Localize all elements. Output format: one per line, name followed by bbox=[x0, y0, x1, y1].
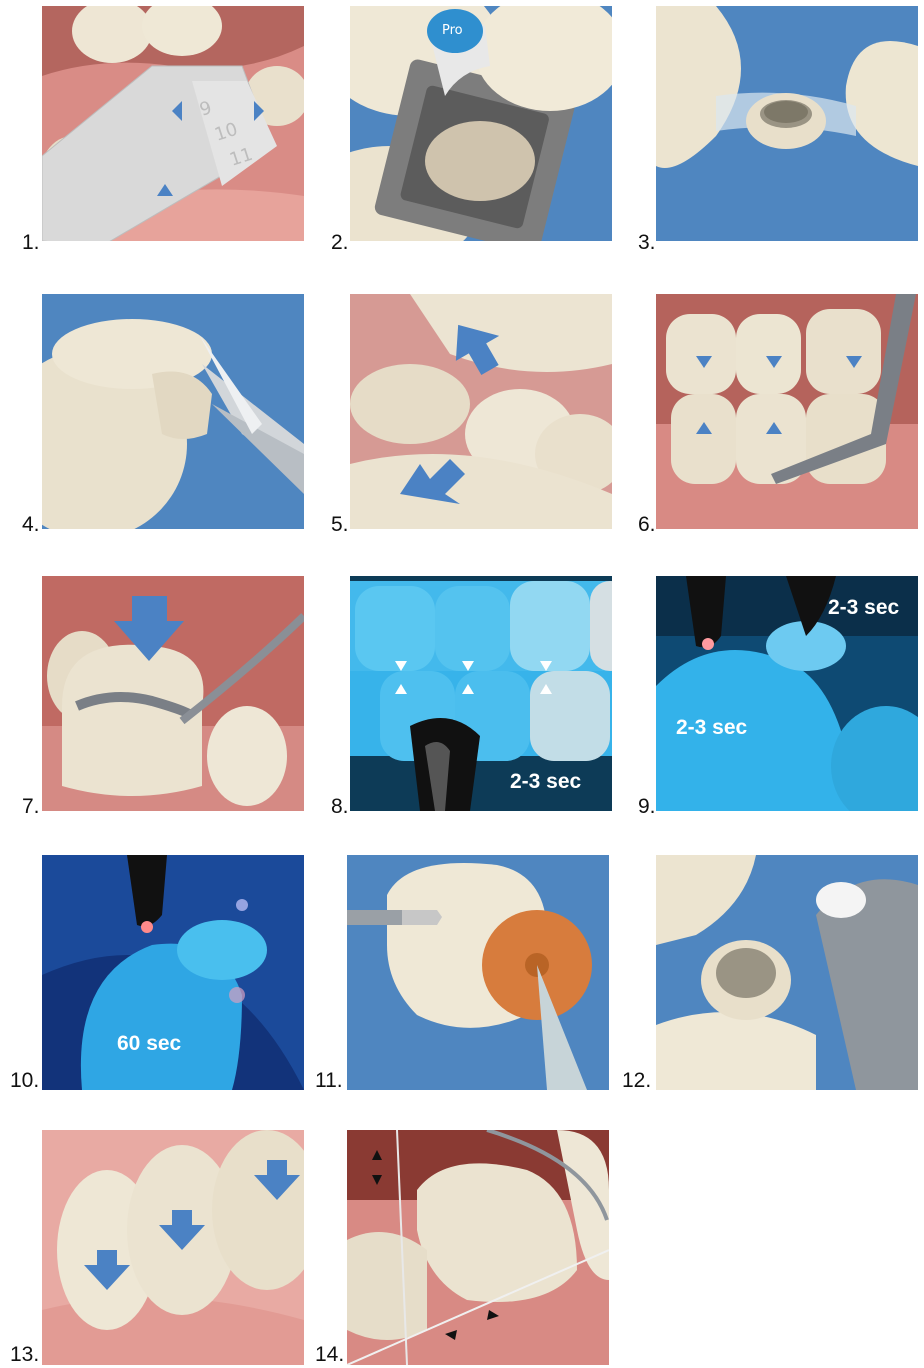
step-illustration-floss bbox=[347, 1130, 609, 1365]
step-illustration-crown-shell bbox=[656, 6, 918, 241]
step-illustration-seating-crowns bbox=[42, 1130, 304, 1365]
step-number: 13. bbox=[10, 1344, 39, 1365]
step-illustration-finishing bbox=[347, 855, 609, 1090]
step-number: 5. bbox=[331, 514, 349, 535]
step-number: 14. bbox=[315, 1344, 344, 1365]
step-illustration-light-cure-tack: 2-3 sec 2-3 sec bbox=[656, 576, 918, 811]
cure-time-label: 2-3 sec bbox=[510, 770, 582, 793]
step-number: 2. bbox=[331, 232, 349, 253]
svg-text:Pro: Pro bbox=[442, 23, 463, 38]
step-number: 4. bbox=[22, 514, 40, 535]
step-illustration-instrument-adapt bbox=[656, 294, 918, 529]
step-illustration-scissors bbox=[42, 294, 304, 529]
step-number: 7. bbox=[22, 796, 40, 817]
step-number: 9. bbox=[638, 796, 656, 817]
step-number: 11. bbox=[315, 1070, 343, 1091]
step-illustration-finger-press bbox=[350, 294, 612, 529]
step-number: 8. bbox=[331, 796, 349, 817]
step-number: 6. bbox=[638, 514, 656, 535]
step-illustration-final-cure: 60 sec bbox=[42, 855, 304, 1090]
step-illustration-instrument-press bbox=[42, 576, 304, 811]
step-number: 3. bbox=[638, 232, 656, 253]
step-illustration-light-cure-bite: 2-3 sec bbox=[350, 576, 612, 811]
cure-time-label: 60 sec bbox=[117, 1032, 182, 1055]
step-illustration-protective-film: Pro bbox=[350, 6, 612, 241]
step-illustration-shade-guide: 9 10 11 bbox=[42, 6, 304, 241]
step-illustration-cementing bbox=[656, 855, 918, 1090]
step-number: 12. bbox=[622, 1070, 651, 1091]
cure-time-label-top: 2-3 sec bbox=[828, 596, 900, 619]
cure-time-label-bottom: 2-3 sec bbox=[676, 716, 748, 739]
step-number: 10. bbox=[10, 1070, 39, 1091]
step-number: 1. bbox=[22, 232, 40, 253]
